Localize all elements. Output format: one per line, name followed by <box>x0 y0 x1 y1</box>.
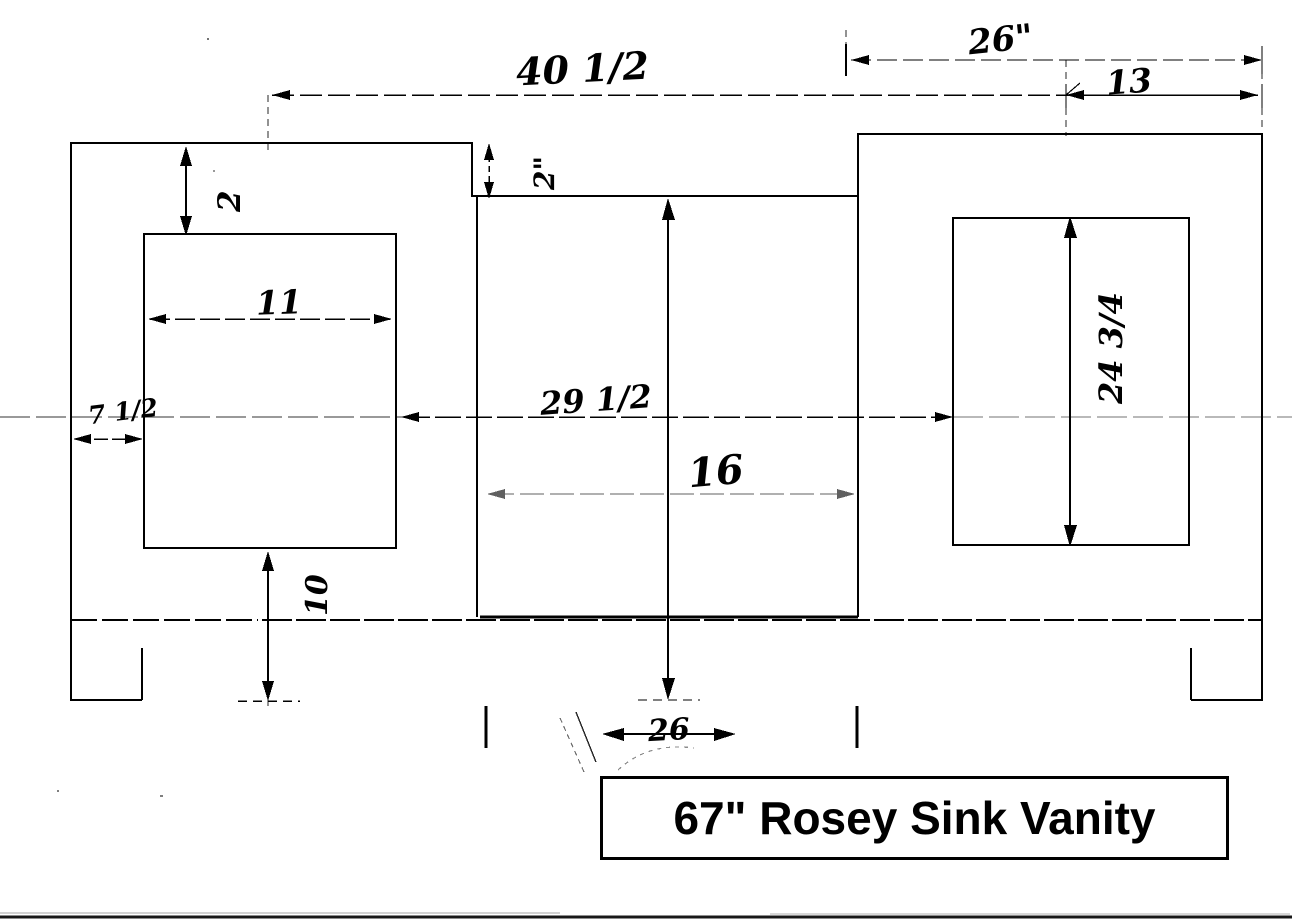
dimline-24-three-quarter <box>1064 216 1077 547</box>
dimline-16 <box>638 198 700 701</box>
dimension-label-26-top: 26" <box>966 16 1035 64</box>
dimline-10 <box>238 551 300 702</box>
bottom-tick-marks <box>484 706 859 773</box>
dimline-2-left <box>180 146 192 236</box>
right-door-panel <box>952 217 1190 546</box>
title-block: 67" Rosey Sink Vanity <box>600 776 1229 860</box>
dimline-11 <box>148 314 392 324</box>
title-leader-arc <box>617 746 695 771</box>
title-text: 67" Rosey Sink Vanity <box>673 792 1156 844</box>
dimension-label-40-half: 40 1/2 <box>514 42 650 95</box>
dimension-label-26-bottom: 26 <box>647 711 691 750</box>
scan-artifacts <box>57 38 215 797</box>
dimension-label-13: 13 <box>1104 60 1154 103</box>
dimline-7-half <box>73 434 143 444</box>
dimension-label-11: 11 <box>255 282 303 323</box>
dimension-label-24-three-quarter: 24 3/4 <box>1092 292 1130 404</box>
page-bottom-edge <box>0 912 1292 919</box>
dimension-label-16: 16 <box>686 445 746 498</box>
right-foot <box>1190 620 1263 701</box>
dimline-26-bottom <box>602 728 736 741</box>
dimline-2-center <box>484 143 494 199</box>
dimension-label-29-half: 29 1/2 <box>538 377 654 423</box>
dimension-label-2-left: 2 <box>212 190 248 212</box>
dimension-label-2-center: 2" <box>528 155 561 190</box>
dimline-29-half <box>0 412 1292 422</box>
dimline-26-top <box>845 44 1263 76</box>
dimension-label-10: 10 <box>300 574 335 616</box>
left-foot <box>70 620 143 701</box>
left-door-panel <box>143 233 397 549</box>
center-panel-edges <box>476 196 859 617</box>
dimline-13 <box>1065 82 1263 108</box>
dimline-16-span <box>487 489 855 499</box>
